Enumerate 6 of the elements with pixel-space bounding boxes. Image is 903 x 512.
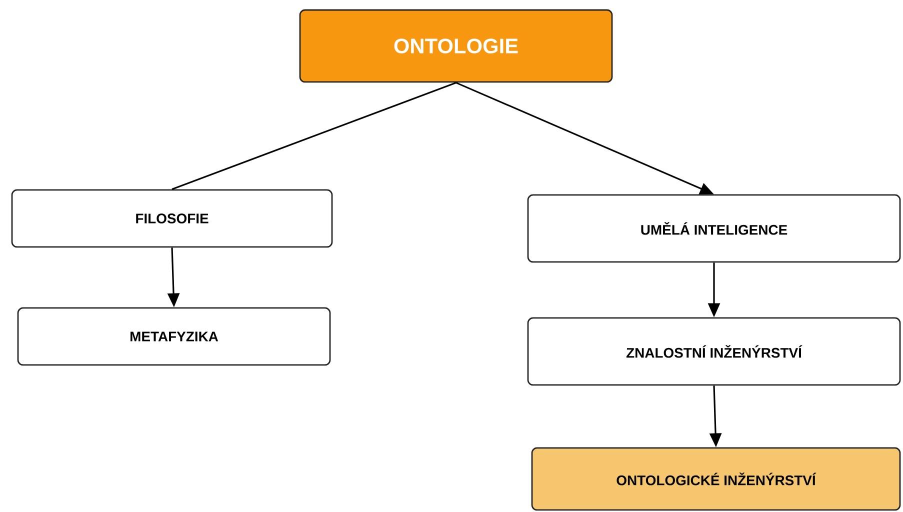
- title-box: ONTOLOGIE: [299, 9, 613, 83]
- highlighted-box: ONTOLOGICKÉ INŽENÝRSTVÍ: [531, 447, 901, 511]
- concept-box: ZNALOSTNÍ INŽENÝRSTVÍ: [527, 317, 901, 386]
- concept-box: METAFYZIKA: [17, 307, 331, 366]
- concept-box: FILOSOFIE: [11, 189, 333, 248]
- concept-box: UMĚLÁ INTELIGENCE: [527, 194, 901, 263]
